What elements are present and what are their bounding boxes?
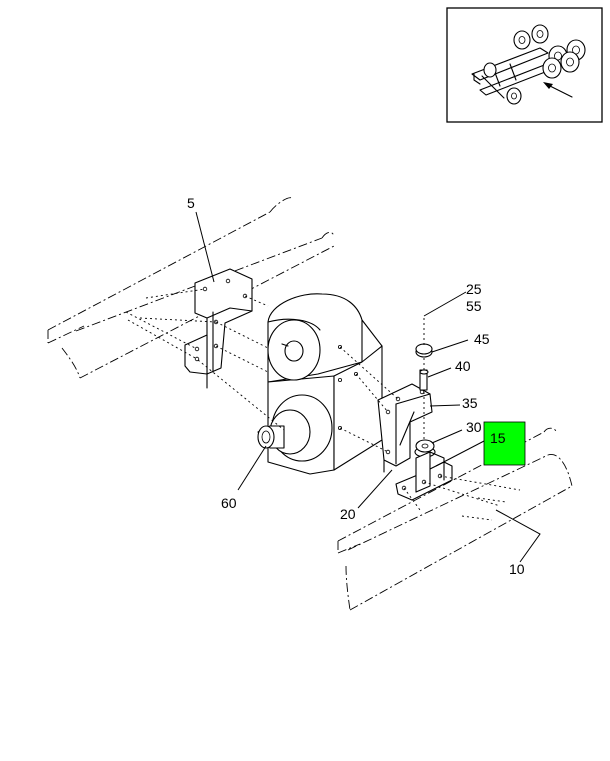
lower-frame-bracket [395,451,453,501]
locator-inset [446,7,603,123]
highlight-box-15[interactable] [483,421,526,466]
chassis-thumbnail [471,24,586,105]
left-mounting-bracket [184,268,253,389]
leader-lines [195,211,541,563]
callout-40[interactable]: 40 [455,358,471,374]
callout-5[interactable]: 5 [187,195,195,211]
lower-frame-rail [337,427,573,611]
locator-arrow [543,82,573,98]
alignment-lines [125,288,521,521]
callout-20[interactable]: 20 [340,506,356,522]
callout-60[interactable]: 60 [221,495,237,511]
transfer-case [257,293,383,475]
callout-35[interactable]: 35 [462,395,478,411]
callout-15[interactable]: 15 [490,430,506,446]
callout-labels: 5 25 55 45 40 35 30 15 60 20 10 [187,195,525,577]
callout-30[interactable]: 30 [466,419,482,435]
stud-and-isolator-stack [414,318,436,458]
right-mounting-bracket [377,383,433,473]
callout-25[interactable]: 25 [466,281,482,297]
callout-45[interactable]: 45 [474,331,490,347]
callout-10[interactable]: 10 [509,561,525,577]
callout-55[interactable]: 55 [466,298,482,314]
